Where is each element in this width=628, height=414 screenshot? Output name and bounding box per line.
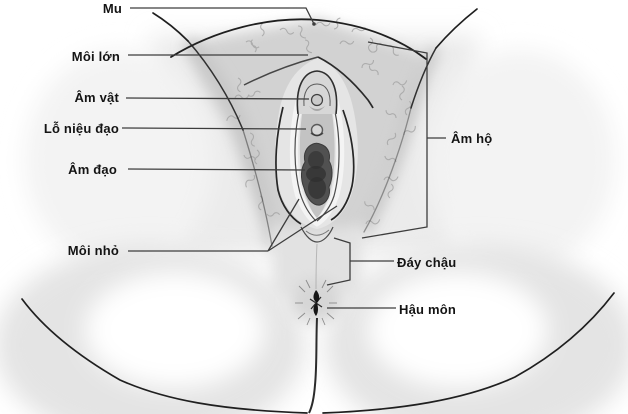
label-clitoris: Âm vật xyxy=(74,90,119,105)
label-mons-pubis: Mu xyxy=(102,1,122,16)
anus-drawing xyxy=(295,243,337,414)
label-urethral-opening: Lỗ niệu đạo xyxy=(43,121,119,136)
body-shading xyxy=(0,18,628,414)
leader-lines xyxy=(121,7,446,309)
label-perineum: Đáy chậu xyxy=(397,255,457,270)
label-anus: Hậu môn xyxy=(399,302,457,317)
label-vagina: Âm đạo xyxy=(68,162,117,177)
label-vulva: Âm hộ xyxy=(451,131,493,146)
body-outlines xyxy=(21,8,615,414)
label-labia-majora: Môi lớn xyxy=(71,49,120,64)
label-labia-minora: Môi nhỏ xyxy=(67,243,119,258)
